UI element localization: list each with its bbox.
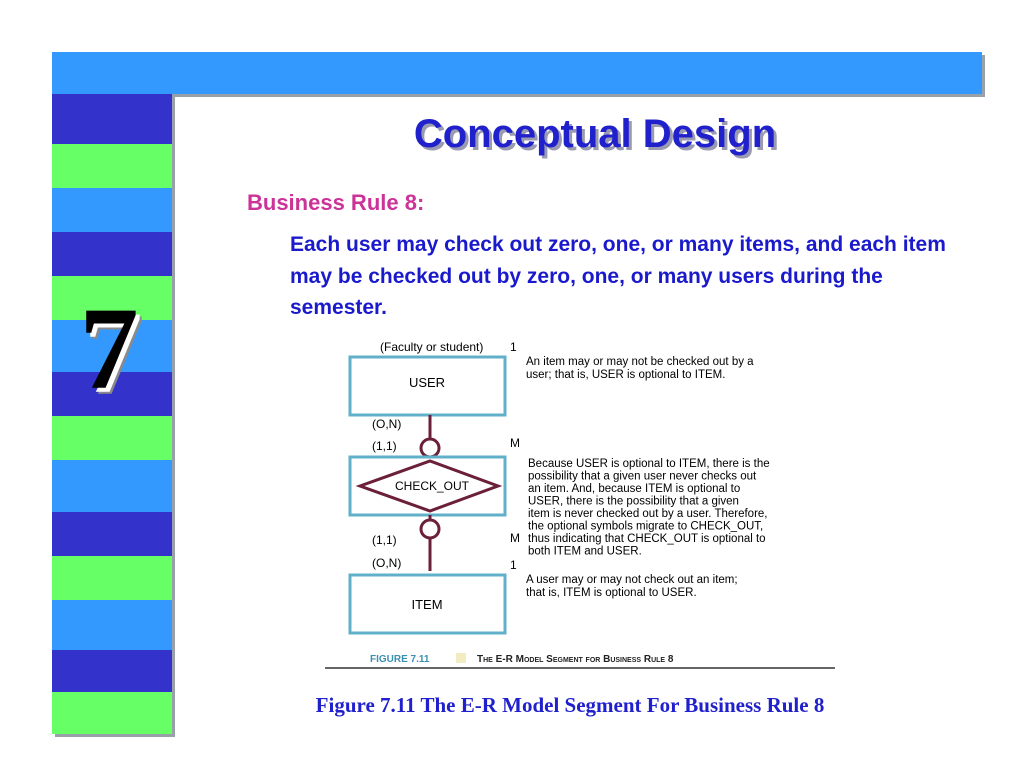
item-entity-label: ITEM xyxy=(411,597,442,612)
stripe xyxy=(52,144,172,188)
stripe xyxy=(52,460,172,512)
stripe xyxy=(52,416,172,460)
note-line: An item may or may not be checked out by… xyxy=(526,356,754,368)
note-line: both ITEM and USER. xyxy=(528,546,642,558)
stripe xyxy=(52,276,172,320)
optional-symbol-icon xyxy=(419,437,441,459)
top-accent-bar xyxy=(52,52,982,94)
cardinality-label: M xyxy=(510,531,520,545)
note-line: item is never checked out by a user. The… xyxy=(528,508,768,520)
note-line: an item. And, because ITEM is optional t… xyxy=(528,483,740,495)
checkout-relationship-label: CHECK_OUT xyxy=(395,479,470,493)
optional-symbol-icon xyxy=(419,518,441,540)
figure-caption: Figure 7.11 The E-R Model Segment For Bu… xyxy=(315,693,825,717)
slide-title: Conceptual Design xyxy=(413,112,777,156)
cardinality-label: (O,N) xyxy=(372,417,401,431)
note-line: Because USER is optional to ITEM, there … xyxy=(528,458,770,470)
cardinality-label: (1,1) xyxy=(372,439,397,453)
cardinality-label: M xyxy=(510,436,520,450)
stripe xyxy=(52,372,172,416)
note-line: the optional symbols migrate to CHECK_OU… xyxy=(528,521,763,533)
user-entity-box xyxy=(348,355,507,417)
business-rule-heading: Business Rule 8: xyxy=(247,190,425,215)
user-role-label: (Faculty or student) xyxy=(380,340,483,354)
note-line: A user may or may not check out an item; xyxy=(526,574,738,586)
cardinality-label: (O,N) xyxy=(372,556,401,570)
note-item-optional: A user may or may not check out an item;… xyxy=(526,574,738,599)
note-line: user; that is, USER is optional to ITEM. xyxy=(526,369,725,381)
item-entity-box xyxy=(348,573,507,635)
note-line: that is, ITEM is optional to USER. xyxy=(526,587,697,599)
stripe xyxy=(52,650,172,692)
stripe xyxy=(52,692,172,734)
figure-title: The E-R Model Segment for Business Rule … xyxy=(477,654,674,665)
note-line: USER, there is the possibility that a gi… xyxy=(528,496,739,508)
cardinality-label: 1 xyxy=(510,558,517,572)
er-diagram: USER (Faculty or student) 1 (O,N) (1,1) … xyxy=(325,340,835,669)
stripe xyxy=(52,556,172,600)
cardinality-label: 1 xyxy=(510,340,517,354)
user-entity-label: USER xyxy=(409,375,445,390)
figure-label: FIGURE 7.11 xyxy=(370,654,430,665)
cardinality-label: (1,1) xyxy=(372,533,397,547)
note-line: possibility that a given user never chec… xyxy=(528,471,757,483)
stripe xyxy=(52,232,172,276)
checkout-relationship-diamond xyxy=(355,459,503,513)
chapter-number: 7 xyxy=(79,283,139,414)
stripe xyxy=(52,600,172,650)
stripe xyxy=(52,320,172,372)
note-optional-migration: Because USER is optional to ITEM, there … xyxy=(528,458,770,558)
stripe xyxy=(52,94,172,144)
figure-marker xyxy=(456,653,466,663)
note-line: thus indicating that CHECK_OUT is option… xyxy=(528,533,766,545)
note-user-optional: An item may or may not be checked out by… xyxy=(526,356,754,381)
left-stripe-bar xyxy=(52,94,172,734)
stripe xyxy=(52,512,172,556)
stripe xyxy=(52,188,172,232)
business-rule-text: Each user may check out zero, one, or ma… xyxy=(290,233,946,319)
